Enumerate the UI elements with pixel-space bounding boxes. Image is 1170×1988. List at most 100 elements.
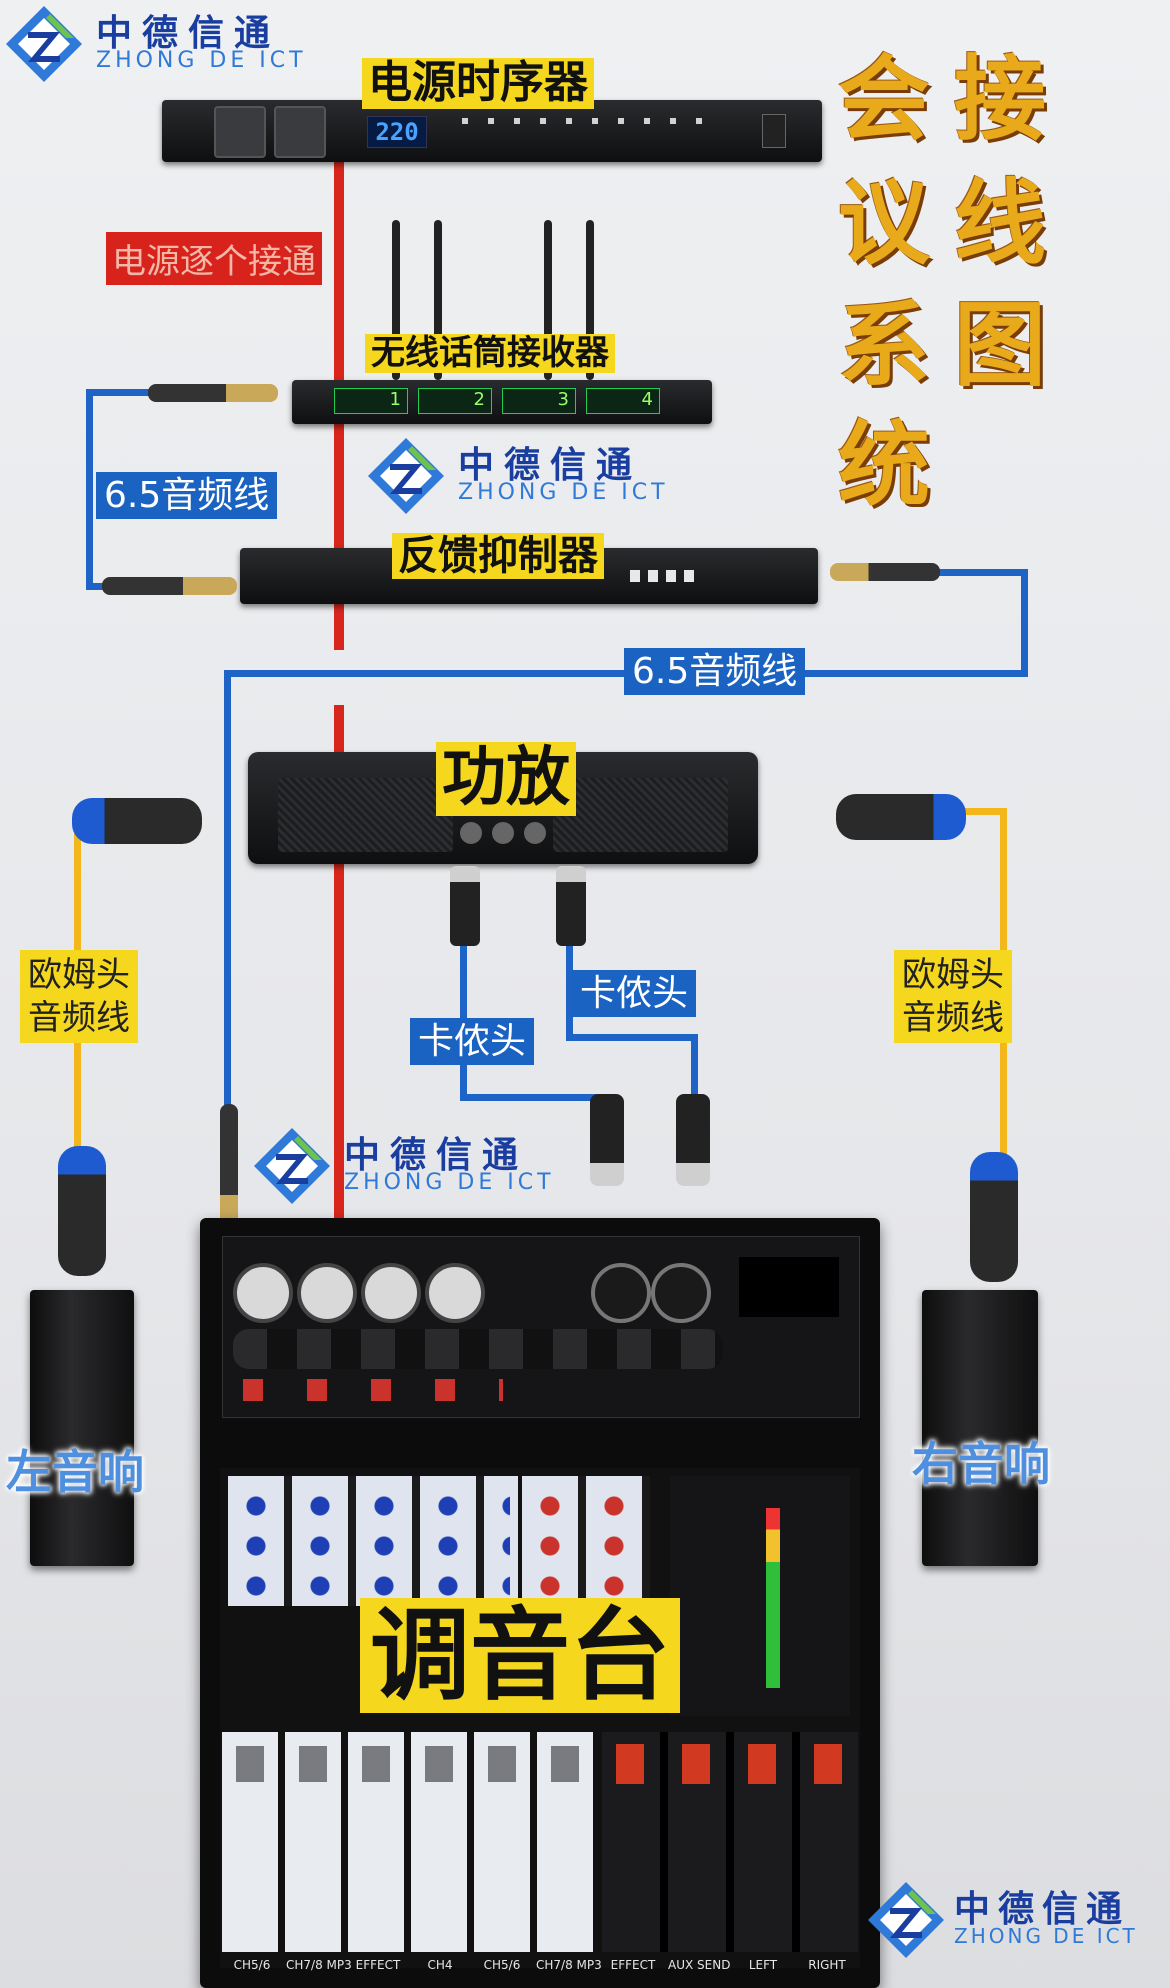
amplifier-knob [524, 822, 546, 844]
jack-sockets-row [233, 1329, 723, 1369]
antenna [434, 220, 442, 380]
audio-65-label-right: 6.5音频线 [624, 648, 806, 696]
wireless-receiver-unit: 1 2 3 4 [292, 380, 712, 424]
title-char: 统 [838, 412, 931, 519]
left-speaker [30, 1290, 134, 1566]
left-speaker-label: 左音响 [6, 1445, 144, 1499]
xlr-input-socket [233, 1263, 293, 1323]
xlr-label-right: 卡侬头 [572, 970, 697, 1018]
fader-label: CH7/8 MP3 [536, 1958, 602, 1972]
speakon-plug-icon [72, 798, 202, 844]
eq-knob-dots [240, 1490, 510, 1600]
fader-caps [616, 1744, 866, 1784]
logo-mark-icon [254, 1128, 330, 1204]
xlr-plug-icon [590, 1094, 624, 1186]
company-logo: 中德信通 ZHONG DE ICT [4, 4, 304, 84]
mixer-io-panel [222, 1236, 860, 1418]
power-wire-segment [334, 705, 344, 1220]
xlr-wire-segment [460, 1094, 610, 1101]
fader-label: EFFECT [355, 1958, 401, 1972]
audio-wire-segment [86, 583, 108, 590]
speakon-plug-icon [58, 1146, 106, 1276]
logo-mark-icon [368, 438, 444, 514]
company-logo: 中德信通 ZHONG DE ICT [866, 1880, 1166, 1960]
logo-english-text: ZHONG DE ICT [954, 1924, 1138, 1948]
speaker-wire-segment [960, 808, 1005, 815]
xlr-plug-icon [556, 866, 586, 946]
mixer-unit: CH5/6 CH7/8 MP3 EFFECT CH4 CH5/6 CH7/8 M… [200, 1218, 880, 1988]
level-meter [766, 1508, 780, 1688]
logo-chinese-text: 中德信通 [458, 445, 643, 486]
feedback-suppressor-label: 反馈抑制器 [392, 533, 604, 579]
amplifier-grille-left [278, 778, 453, 852]
logo-english-text: ZHONG DE ICT [344, 1170, 555, 1195]
mixer-brand-panel [739, 1257, 839, 1317]
receiver-channel-display: 4 [586, 388, 660, 414]
right-speaker [922, 1290, 1038, 1566]
xlr-wire-segment [691, 1034, 698, 1124]
title-char: 会 [838, 46, 931, 153]
wireless-receiver-label: 无线话筒接收器 [365, 333, 615, 374]
xlr-label-left: 卡侬头 [410, 1018, 535, 1066]
right-speaker-label: 右音响 [912, 1437, 1050, 1491]
fader-label: CH5/6 [483, 1958, 521, 1972]
fader-label: CH4 [427, 1958, 453, 1972]
power-socket-2 [274, 106, 326, 158]
audio-wire-segment [224, 670, 231, 1110]
jack-plug-icon [830, 563, 940, 581]
xlr-wire-segment [566, 1034, 698, 1041]
master-section [670, 1476, 850, 1716]
antenna [586, 220, 594, 380]
fader-label: RIGHT [808, 1958, 846, 1972]
antenna [392, 220, 400, 380]
title-char: 接 [954, 46, 1047, 153]
antenna [544, 220, 552, 380]
xlr-wire-segment [566, 940, 573, 1040]
gain-knobs-row [243, 1379, 503, 1401]
jack-plug-icon [148, 384, 278, 402]
jack-plug-icon [102, 577, 237, 595]
amplifier-label: 功放 [436, 741, 576, 816]
audio-wire-segment [1021, 569, 1028, 677]
fader-label: LEFT [748, 1958, 778, 1972]
xlr-plug-icon [450, 866, 480, 946]
suppressor-buttons [630, 570, 700, 582]
amplifier-knob [460, 822, 482, 844]
audio-wire-segment [86, 389, 156, 396]
xlr-plug-icon [676, 1094, 710, 1186]
receiver-channel-display: 1 [334, 388, 408, 414]
sequencer-led-row [462, 118, 722, 124]
fader-label: AUX SEND [668, 1958, 731, 1972]
fader-label: CH7/8 MP3 [286, 1958, 352, 1972]
company-logo: 中德信通 ZHONG DE ICT [366, 436, 686, 516]
xlr-output-socket [591, 1263, 651, 1323]
speakon-plug-icon [836, 794, 966, 840]
mixer-label: 调音台 [360, 1598, 680, 1713]
logo-chinese-text: 中德信通 [344, 1135, 529, 1176]
xlr-input-socket [297, 1263, 357, 1323]
power-socket-1 [214, 106, 266, 158]
fader-caps [236, 1746, 596, 1782]
speakon-plug-icon [970, 1152, 1018, 1282]
eq-knob-dots [534, 1490, 654, 1600]
power-each-label: 电源逐个接通 [106, 232, 322, 285]
xlr-input-socket [425, 1263, 485, 1323]
audio-65-label-left: 6.5音频线 [96, 472, 278, 520]
xlr-output-socket [651, 1263, 711, 1323]
audio-wire-segment [86, 389, 93, 589]
logo-chinese-text: 中德信通 [96, 13, 281, 54]
power-switch [762, 114, 786, 148]
receiver-channel-display: 3 [502, 388, 576, 414]
power-sequencer-unit: 220 [162, 100, 822, 162]
amplifier-grille-right [553, 778, 728, 852]
fader-label: CH5/6 [233, 1958, 271, 1972]
power-sequencer-label: 电源时序器 [362, 57, 594, 109]
xlr-input-socket [361, 1263, 421, 1323]
speakon-label-left: 欧姆头 音频线 [20, 950, 138, 1043]
audio-wire-segment [935, 569, 1028, 576]
receiver-channel-display: 2 [418, 388, 492, 414]
amplifier-knob [492, 822, 514, 844]
logo-mark-icon [6, 6, 82, 82]
logo-english-text: ZHONG DE ICT [458, 480, 669, 505]
